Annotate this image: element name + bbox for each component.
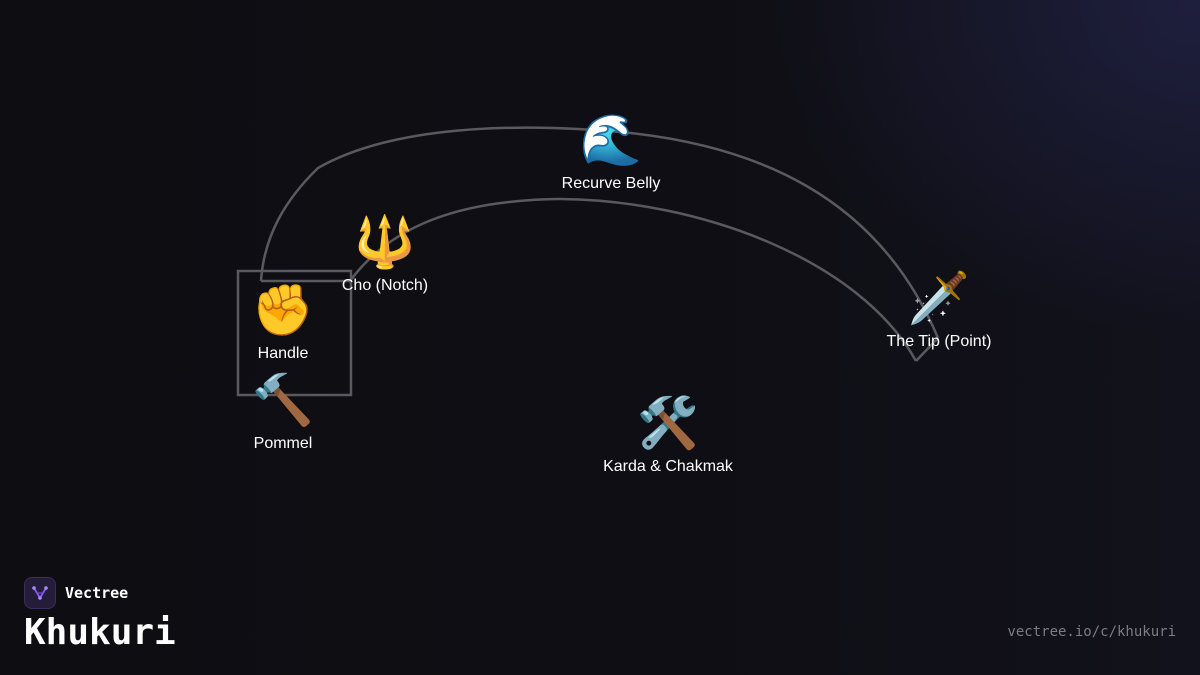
trident-icon: 🔱 bbox=[353, 214, 417, 270]
blade-edge-outline bbox=[348, 197, 918, 362]
blade-tip-outline bbox=[915, 337, 939, 362]
node-handle[interactable]: ✊ Handle bbox=[193, 280, 373, 364]
node-karda-chakmak[interactable]: 🛠️ Karda & Chakmak bbox=[578, 393, 758, 477]
tools-icon: 🛠️ bbox=[636, 395, 700, 451]
footer-url[interactable]: vectree.io/c/khukuri bbox=[1007, 624, 1176, 640]
node-label: Recurve Belly bbox=[561, 175, 661, 192]
handle-outline bbox=[236, 269, 353, 397]
node-label: Pommel bbox=[253, 435, 313, 452]
brand-name: Vectree bbox=[65, 584, 129, 602]
page-title: Khukuri bbox=[24, 612, 176, 653]
wave-icon: 🌊 bbox=[579, 112, 643, 168]
node-cho-notch[interactable]: 🔱 Cho (Notch) bbox=[295, 212, 475, 296]
fist-icon: ✊ bbox=[251, 282, 315, 338]
node-label: Handle bbox=[257, 345, 309, 362]
blade-spine-outline bbox=[259, 126, 940, 339]
node-label: The Tip (Point) bbox=[886, 333, 992, 350]
node-label: Cho (Notch) bbox=[341, 277, 429, 294]
node-label: Karda & Chakmak bbox=[603, 458, 733, 475]
node-pommel[interactable]: 🔨 Pommel bbox=[193, 370, 373, 454]
node-the-tip[interactable]: 🗡️ The Tip (Point) bbox=[849, 268, 1029, 352]
hammer-icon: 🔨 bbox=[251, 372, 315, 428]
node-recurve-belly[interactable]: 🌊 Recurve Belly bbox=[521, 110, 701, 194]
brand[interactable]: Vectree bbox=[24, 577, 128, 609]
dagger-icon: 🗡️ bbox=[907, 270, 971, 326]
vectree-logo-icon bbox=[24, 577, 56, 609]
